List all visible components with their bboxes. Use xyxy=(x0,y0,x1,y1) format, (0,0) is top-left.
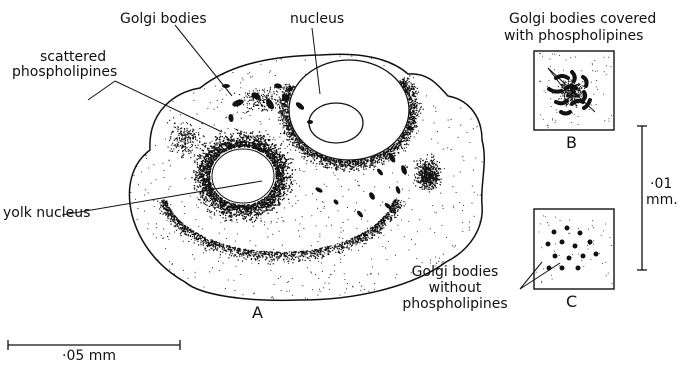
label-scale-large: ·05 mm xyxy=(62,349,116,364)
label-golgi-covered: Golgi bodies covered xyxy=(509,12,656,27)
label-panel-c: C xyxy=(566,294,577,309)
label-scale-small-unit: mm. xyxy=(646,193,678,208)
label-yolk-nucleus: yolk nucleus xyxy=(3,206,90,221)
yolk-nucleus-drawing xyxy=(212,149,274,203)
label-golgi-bodies: Golgi bodies xyxy=(120,12,207,27)
panel-c-frame xyxy=(534,209,614,289)
label-with-phospholipines: with phospholipines xyxy=(504,29,643,44)
label-without: without xyxy=(405,281,505,296)
label-panel-b: B xyxy=(566,135,577,150)
label-golgi-without: Golgi bodies xyxy=(405,265,505,280)
label-scattered-phospholipines: phospholipines xyxy=(12,65,117,80)
label-scale-small-value: ·01 xyxy=(650,177,672,192)
label-scattered: scattered xyxy=(40,50,106,65)
label-without-phospholipines: phospholipines xyxy=(399,297,511,312)
label-nucleus: nucleus xyxy=(290,12,344,27)
label-panel-a: A xyxy=(252,305,263,320)
nucleus-drawing xyxy=(289,60,409,160)
